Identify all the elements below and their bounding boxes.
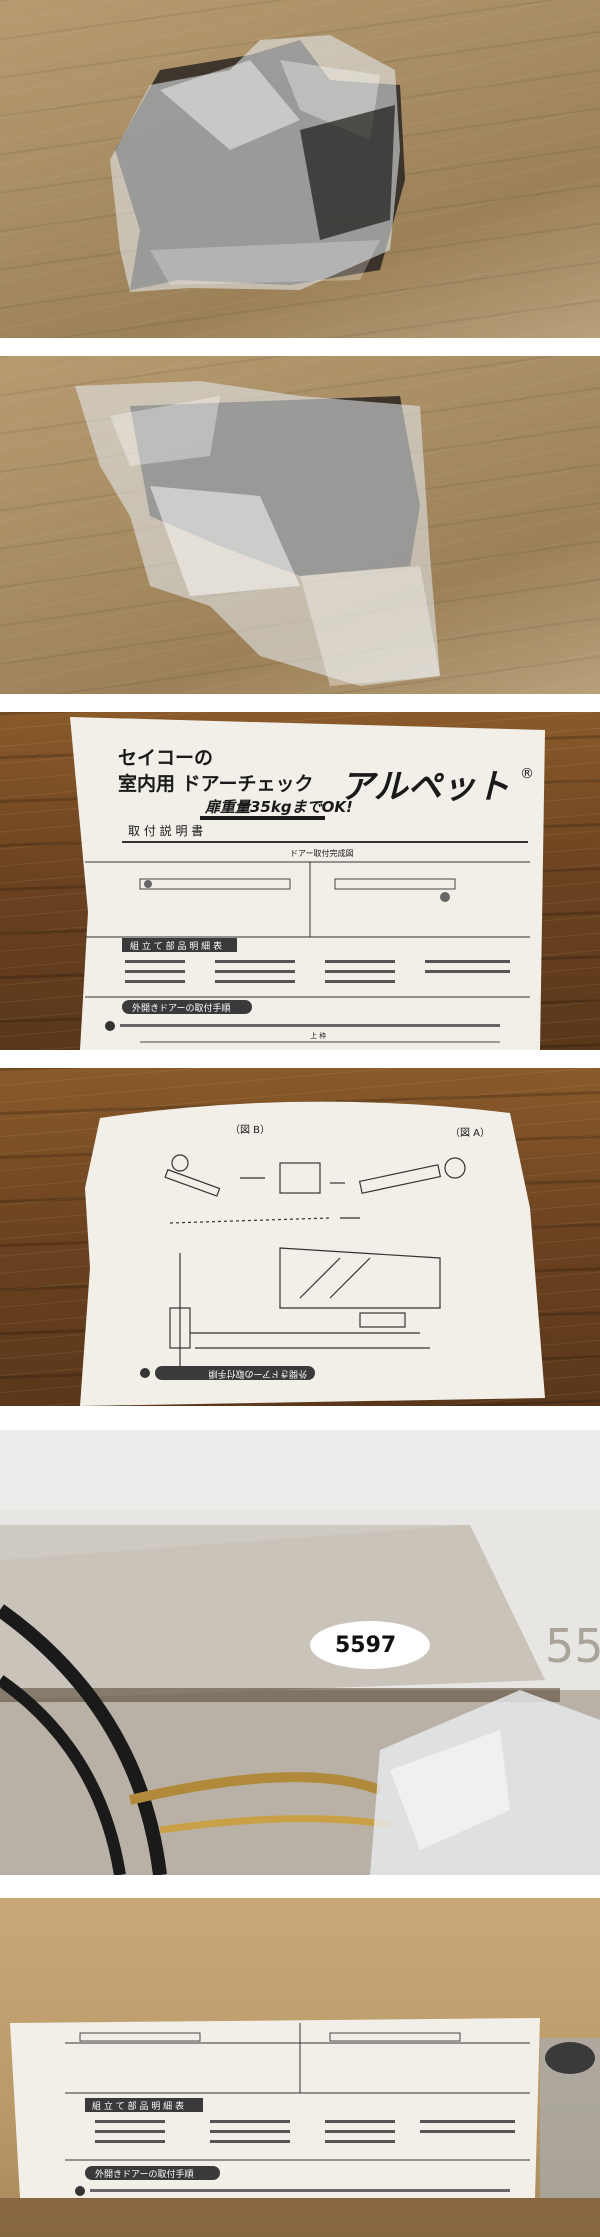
diagram-a-label: （図 A） xyxy=(450,1127,490,1139)
parts-heading-in-box: 組 立 て 部 品 明 細 表 xyxy=(92,2100,184,2112)
photo-2 xyxy=(0,356,600,694)
door-closer-body: 5597 55 xyxy=(0,1430,600,1875)
instruction-sheet-in-box: 組 立 て 部 品 明 細 表 外開きドアーの取付手順 xyxy=(0,2018,600,2237)
photo-1 xyxy=(0,0,600,338)
diagram-b-label: （図 B） xyxy=(230,1124,270,1136)
photo-3: セイコーの 室内用 ドアーチェック 扉重量35kgまでOK! アルペット ® 取… xyxy=(0,712,600,1050)
outward-heading-in-box: 外開きドアーの取付手順 xyxy=(95,2168,193,2180)
parts-heading: 組 立 て 部 品 明 細 表 xyxy=(130,940,222,952)
weight-line: 扉重量35kgまでOK! xyxy=(204,798,353,816)
box-edge-text: 55 xyxy=(545,1619,600,1673)
registered-mark: ® xyxy=(520,766,534,782)
handwritten-mark: 5597 xyxy=(335,1633,396,1658)
outward-heading: 外開きドアーの取付手順 xyxy=(132,1002,230,1014)
outward-heading-flipped: 外開きドアーの取付手順 xyxy=(209,1368,307,1380)
instruction-sheet-diagrams: （図 B） （図 A） 外開きドアーの取付手順 xyxy=(80,1101,545,1406)
brand-line: セイコーの xyxy=(118,747,213,769)
photo-6: 組 立 て 部 品 明 細 表 外開きドアーの取付手順 xyxy=(0,1898,600,2237)
install-diagram-title: ドアー取付完成図 xyxy=(290,848,354,858)
product-line: 室内用 ドアーチェック xyxy=(118,772,313,795)
plastic-bag-package-1 xyxy=(110,35,405,292)
instruction-sheet-front: セイコーの 室内用 ドアーチェック 扉重量35kgまでOK! アルペット ® 取… xyxy=(70,717,545,1050)
document-title: 取 付 説 明 書 xyxy=(128,823,203,838)
product-logo: アルペット xyxy=(340,767,510,807)
photo-5: 5597 55 xyxy=(0,1430,600,1875)
photo-4: （図 B） （図 A） 外開きドアーの取付手順 xyxy=(0,1068,600,1406)
plastic-bag-package-2 xyxy=(75,381,440,686)
upper-frame-label: 上 枠 xyxy=(310,1031,326,1040)
